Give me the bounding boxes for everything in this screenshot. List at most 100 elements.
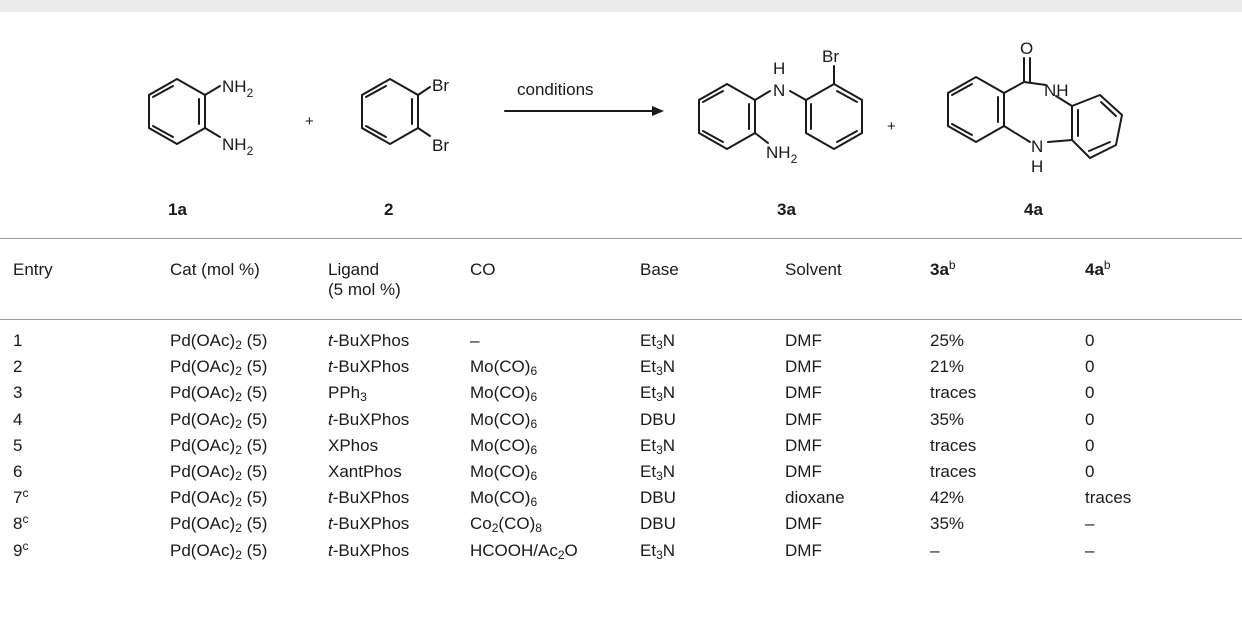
cell-solvent: DMF — [785, 462, 822, 481]
cell-co-source: Co2(CO)8 — [470, 514, 542, 535]
cell-solvent: dioxane — [785, 488, 845, 507]
table-top-rule — [0, 238, 1242, 239]
reactant-1a-amine-2: NH2 — [222, 135, 254, 158]
cell-yield-3a: traces — [930, 462, 977, 481]
cell-entry: 5 — [13, 436, 23, 455]
cell-yield-4a: 0 — [1085, 331, 1095, 350]
cell-solvent: DMF — [785, 436, 822, 455]
reactant-1a-structure: NH2 NH2 1a — [148, 77, 254, 219]
cell-catalyst: Pd(OAc)2 (5) — [170, 383, 268, 404]
cell-yield-4a: 0 — [1085, 436, 1095, 455]
cell-yield-4a: – — [1085, 514, 1095, 533]
header-entry: Entry — [13, 260, 53, 279]
cell-ligand: XPhos — [328, 436, 379, 455]
reactant-2-bromine-2: Br — [432, 136, 449, 155]
label-3a: 3a — [777, 200, 796, 219]
cell-ligand: t-BuXPhos — [328, 488, 410, 507]
product-3a-structure: H N Br NH2 3a — [698, 47, 863, 219]
product-3a-amine-hydrogen: H — [773, 59, 785, 78]
label-4a: 4a — [1024, 200, 1043, 219]
cell-entry: 8c — [13, 512, 29, 533]
product-4a-amine-hydrogen: H — [1031, 157, 1043, 176]
cell-ligand: XantPhos — [328, 462, 402, 481]
reactant-1a-amine-1: NH2 — [222, 77, 254, 100]
cell-ligand: t-BuXPhos — [328, 541, 410, 560]
cell-base: Et3N — [640, 436, 676, 457]
product-4a-structure: O NH N H 4a — [947, 39, 1124, 219]
cell-yield-4a: – — [1085, 541, 1095, 560]
cell-co-source: Mo(CO)6 — [470, 383, 538, 404]
cell-solvent: DMF — [785, 410, 822, 429]
cell-entry: 4 — [13, 410, 23, 429]
cell-ligand: t-BuXPhos — [328, 514, 410, 533]
label-2: 2 — [384, 200, 393, 219]
cell-co-source: Mo(CO)6 — [470, 357, 538, 378]
reactant-2-structure: Br Br 2 — [361, 76, 449, 219]
cell-solvent: DMF — [785, 383, 822, 402]
cell-yield-3a: traces — [930, 383, 977, 402]
cell-catalyst: Pd(OAc)2 (5) — [170, 541, 268, 562]
cell-solvent: DMF — [785, 541, 822, 560]
cell-entry: 6 — [13, 462, 23, 481]
top-caption-strip — [0, 0, 1242, 12]
reactant-2-bromine-1: Br — [432, 76, 449, 95]
product-4a-oxygen: O — [1020, 39, 1033, 58]
cell-yield-3a: traces — [930, 436, 977, 455]
cell-yield-3a: 25% — [930, 331, 965, 350]
cell-catalyst: Pd(OAc)2 (5) — [170, 410, 268, 431]
cell-catalyst: Pd(OAc)2 (5) — [170, 462, 268, 483]
cell-base: DBU — [640, 514, 676, 533]
cell-yield-3a: – — [930, 541, 940, 560]
product-4a-amine-nitrogen: N — [1031, 137, 1043, 156]
cell-ligand: t-BuXPhos — [328, 331, 410, 350]
cell-catalyst: Pd(OAc)2 (5) — [170, 357, 268, 378]
cell-co-source: – — [470, 331, 480, 350]
product-3a-amino-group: NH2 — [766, 143, 798, 166]
cell-catalyst: Pd(OAc)2 (5) — [170, 514, 268, 535]
arrow-conditions-label: conditions — [517, 80, 594, 99]
cell-yield-4a: 0 — [1085, 357, 1095, 376]
product-3a-amine-nitrogen: N — [773, 81, 785, 100]
cell-entry: 2 — [13, 357, 23, 376]
reaction-scheme: NH2 NH2 1a + Br Br 2 conditions H N — [0, 12, 1242, 236]
cell-catalyst: Pd(OAc)2 (5) — [170, 331, 268, 352]
cell-ligand: PPh3 — [328, 383, 367, 404]
cell-catalyst: Pd(OAc)2 (5) — [170, 436, 268, 457]
header-yield-3a: 3ab — [930, 258, 956, 279]
cell-base: Et3N — [640, 331, 676, 352]
cell-solvent: DMF — [785, 331, 822, 350]
cell-base: Et3N — [640, 541, 676, 562]
cell-yield-4a: 0 — [1085, 410, 1095, 429]
cell-yield-4a: 0 — [1085, 383, 1095, 402]
cell-base: Et3N — [640, 383, 676, 404]
cell-co-source: Mo(CO)6 — [470, 410, 538, 431]
cell-co-source: Mo(CO)6 — [470, 436, 538, 457]
cell-yield-3a: 21% — [930, 357, 965, 376]
cell-catalyst: Pd(OAc)2 (5) — [170, 488, 268, 509]
cell-yield-4a: 0 — [1085, 462, 1095, 481]
cell-ligand: t-BuXPhos — [328, 357, 410, 376]
cell-solvent: DMF — [785, 357, 822, 376]
product-3a-bromine: Br — [822, 47, 839, 66]
cell-yield-3a: 42% — [930, 488, 965, 507]
header-base: Base — [640, 260, 679, 279]
cell-base: DBU — [640, 488, 676, 507]
header-solvent: Solvent — [785, 260, 842, 279]
cell-co-source: HCOOH/Ac2O — [470, 541, 578, 562]
cell-co-source: Mo(CO)6 — [470, 488, 538, 509]
table-header-rule — [0, 319, 1242, 320]
cell-solvent: DMF — [785, 514, 822, 533]
cell-entry: 9c — [13, 539, 29, 560]
product-4a-amide-nh: NH — [1044, 81, 1069, 100]
cell-yield-3a: 35% — [930, 514, 965, 533]
plus-sign-1: + — [305, 113, 314, 130]
cell-base: Et3N — [640, 357, 676, 378]
cell-entry: 1 — [13, 331, 23, 350]
header-yield-4a: 4ab — [1085, 258, 1111, 279]
cell-entry: 7c — [13, 486, 29, 507]
header-catalyst: Cat (mol %) — [170, 260, 260, 279]
cell-base: DBU — [640, 410, 676, 429]
header-ligand: Ligand (5 mol %) — [328, 260, 401, 299]
cell-ligand: t-BuXPhos — [328, 410, 410, 429]
label-1a: 1a — [168, 200, 187, 219]
